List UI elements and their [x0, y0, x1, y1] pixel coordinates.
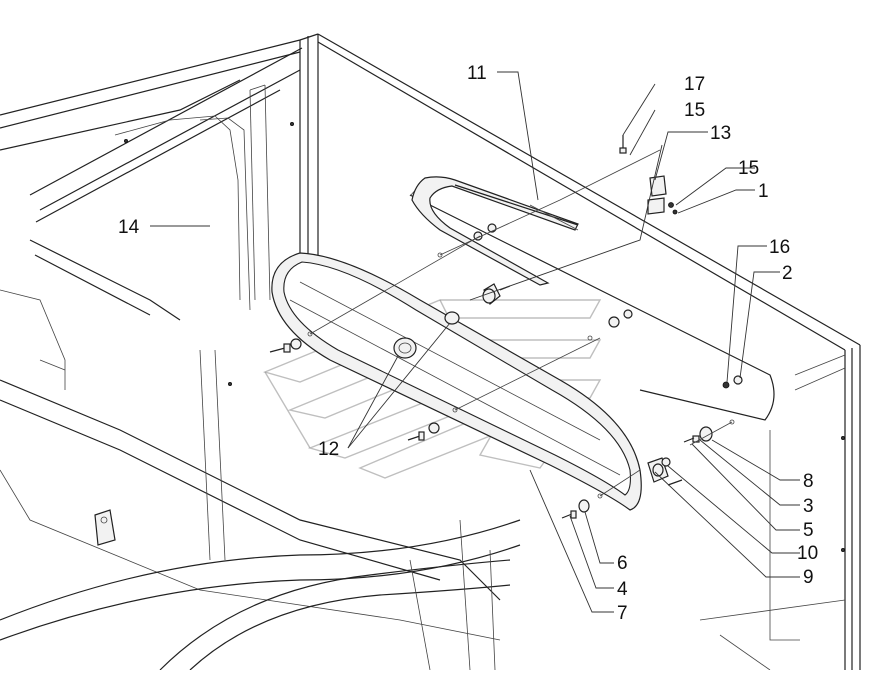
- part-11-upper-gasket: [411, 176, 579, 286]
- callout-1: 1: [758, 181, 769, 202]
- hardware: [269, 135, 743, 519]
- callout-10: 10: [797, 543, 818, 564]
- callout-11: 11: [467, 63, 487, 84]
- callout-4: 4: [617, 579, 628, 600]
- callout-2: 2: [782, 263, 793, 284]
- callout-15: 15: [684, 100, 705, 121]
- callout-15: 15: [738, 158, 759, 179]
- callout-7: 7: [617, 603, 628, 624]
- callout-labels: 11 17 15 13 15 1 14 16 2 12 8 3 5 10 9 6…: [118, 63, 818, 624]
- callout-13: 13: [710, 123, 731, 144]
- callout-6: 6: [617, 553, 628, 574]
- cab-frame: [0, 33, 861, 671]
- callout-16: 16: [769, 237, 790, 258]
- callout-3: 3: [803, 496, 814, 517]
- callout-9: 9: [803, 567, 814, 588]
- construction-lines: [309, 149, 733, 497]
- callout-17: 17: [684, 74, 705, 95]
- callout-14: 14: [118, 217, 140, 238]
- callout-12: 12: [318, 439, 339, 460]
- part-7-lower-gasket: [271, 252, 642, 511]
- callout-8: 8: [803, 471, 814, 492]
- leader-lines: [150, 71, 800, 613]
- callout-5: 5: [803, 520, 814, 541]
- part-12-grommets: [393, 311, 460, 359]
